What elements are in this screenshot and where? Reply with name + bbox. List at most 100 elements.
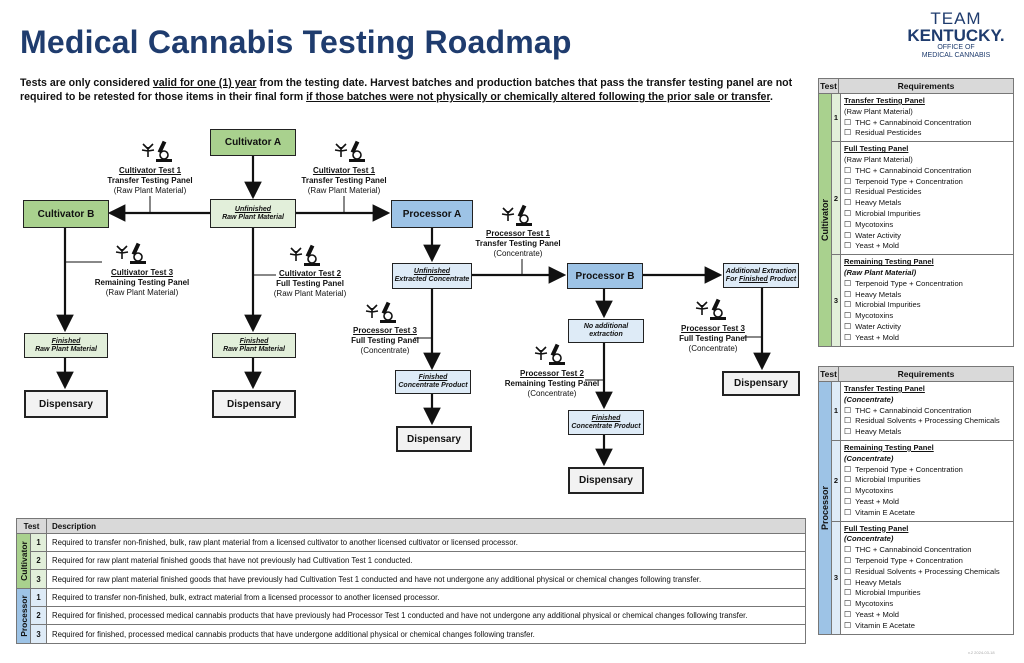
logo-line: MEDICAL CANNABIS	[921, 52, 991, 59]
processor-test-3-label: Processor Test 3 Full Testing Panel (Con…	[351, 326, 419, 355]
cannabis-microscope-icon	[365, 301, 396, 323]
box-line: Raw Plant Material	[223, 345, 285, 353]
dispensary-box: Dispensary	[24, 390, 108, 418]
cannabis-microscope-icon	[501, 204, 532, 226]
checklist-item: Mycotoxins	[844, 220, 1010, 231]
finished-concentrate-box: Finished Concentrate Product	[395, 370, 471, 394]
checklist-item: Terpenoid Type + Concentration	[844, 556, 1010, 567]
requirement-row: 2 Full Testing Panel (Raw Plant Material…	[832, 142, 1013, 256]
checklist-item: Yeast + Mold	[844, 333, 1010, 344]
no-additional-extraction-box: No additional extraction	[568, 319, 644, 343]
finished-concentrate-box: Finished Concentrate Product	[568, 410, 644, 435]
box-line: Finished	[51, 337, 81, 345]
column-header: Requirements	[897, 369, 955, 379]
checklist-item: Microbial Impurities	[844, 588, 1010, 599]
intro-part: .	[769, 91, 773, 103]
team-kentucky-logo: TEAM KENTUCKY. OFFICE OF MEDICAL CANNABI…	[900, 10, 1012, 60]
checklist-item: Terpenoid Type + Concentration	[844, 279, 1010, 290]
checklist-item: Vitamin E Acetate	[844, 508, 1010, 519]
checklist-item: Heavy Metals	[844, 290, 1010, 301]
group-label: Processor	[17, 589, 31, 643]
unfinished-extracted-box: Unfinished Extracted Concentrate	[392, 263, 472, 289]
unfinished-raw-plant-box: Unfinished Raw Plant Material	[210, 199, 296, 228]
checklist-item: Microbial Impurities	[844, 209, 1010, 220]
processor-a-box: Processor A	[391, 200, 473, 228]
cultivator-test-1-label: Cultivator Test 1 Transfer Testing Panel…	[107, 166, 193, 195]
requirement-row: 3 Remaining Testing Panel (Raw Plant Mat…	[832, 255, 1013, 346]
cultivator-test-2-label: Cultivator Test 2 Full Testing Panel (Ra…	[273, 269, 347, 298]
checklist-item: Water Activity	[844, 231, 1010, 242]
box-line: Unfinished	[234, 205, 272, 213]
checklist-item: Terpenoid Type + Concentration	[844, 465, 1010, 476]
cannabis-microscope-icon	[334, 140, 365, 162]
checklist-item: Water Activity	[844, 322, 1010, 333]
flow-connectors	[56, 156, 771, 467]
intro-emphasis: if those batches were not physically or …	[306, 91, 770, 103]
cannabis-microscope-icon	[141, 140, 172, 162]
dispensary-box: Dispensary	[396, 426, 472, 452]
checklist-item: Microbial Impurities	[844, 475, 1010, 486]
group-label: Cultivator	[17, 534, 31, 588]
finished-raw-plant-box: Finished Raw Plant Material	[24, 333, 108, 358]
logo-line: KENTUCKY.	[907, 26, 1005, 45]
column-header: Requirements	[897, 81, 955, 91]
box-line: Concentrate Product	[571, 422, 641, 430]
checklist-item: THC + Cannabinoid Concentration	[844, 545, 1010, 556]
checklist-item: Yeast + Mold	[844, 241, 1010, 252]
page-title: Medical Cannabis Testing Roadmap	[20, 24, 572, 60]
group-label: Processor	[819, 382, 832, 634]
requirement-row: 1 Transfer Testing Panel (Raw Plant Mate…	[832, 94, 1013, 143]
intro-emphasis: valid for one (1) year	[152, 77, 257, 89]
logo-line: TEAM	[930, 9, 982, 28]
checklist-item: Residual Pesticides	[844, 187, 1010, 198]
column-header: Description	[52, 521, 97, 531]
checklist-item: Heavy Metals	[844, 198, 1010, 209]
box-line: For Finished Product	[725, 275, 797, 283]
intro-part: from the testing date. Harvest batches a…	[20, 77, 793, 103]
column-header: Test	[17, 519, 47, 533]
processor-requirements-table: Test Requirements Processor 1 Transfer Te…	[818, 366, 1014, 635]
additional-extraction-box: Additional Extraction For Finished Produ…	[723, 263, 799, 288]
checklist-item: Mycotoxins	[844, 599, 1010, 610]
cultivator-test-3-label: Cultivator Test 3 Remaining Testing Pane…	[94, 268, 190, 297]
group-label: Cultivator	[819, 94, 832, 346]
box-line: Concentrate Product	[398, 382, 468, 389]
cultivator-test-1-label: Cultivator Test 1 Transfer Testing Panel…	[301, 166, 387, 195]
checklist-item: Heavy Metals	[844, 427, 1010, 438]
checklist-item: Yeast + Mold	[844, 497, 1010, 508]
box-line: No additional	[583, 323, 629, 330]
cultivator-b-box: Cultivator B	[23, 200, 109, 228]
requirement-row: 2 Remaining Testing Panel (Concentrate) …	[832, 440, 1013, 522]
cannabis-microscope-icon	[289, 244, 320, 266]
checklist-item: Residual Solvents + Processing Chemicals	[844, 567, 1010, 578]
logo-line: OFFICE OF	[937, 44, 975, 51]
box-line: Raw Plant Material	[222, 213, 284, 221]
requirement-row: 1 Transfer Testing Panel (Concentrate) T…	[832, 382, 1013, 441]
intro-text: Tests are only considered valid for one …	[20, 76, 800, 104]
processor-test-1-label: Processor Test 1 Transfer Testing Panel …	[475, 229, 561, 258]
box-line: Raw Plant Material	[35, 345, 97, 353]
intro-part: Tests are only considered	[20, 77, 153, 89]
box-line: Finished	[591, 414, 621, 422]
column-header: Test	[819, 367, 839, 381]
dispensary-box: Dispensary	[568, 467, 644, 494]
dispensary-box: Dispensary	[722, 371, 800, 396]
checklist-item: Residual Solvents + Processing Chemicals	[844, 416, 1010, 427]
processor-b-box: Processor B	[567, 263, 643, 289]
checklist-item: THC + Cannabinoid Concentration	[844, 166, 1010, 177]
box-line: Finished	[239, 337, 269, 345]
checklist-item: Microbial Impurities	[844, 300, 1010, 311]
checklist-item: Mycotoxins	[844, 311, 1010, 322]
box-line: Finished	[418, 374, 448, 381]
checklist-item: Terpenoid Type + Concentration	[844, 177, 1010, 188]
box-line: Extracted Concentrate	[394, 276, 470, 283]
checklist-item: Mycotoxins	[844, 486, 1010, 497]
checklist-item: Residual Pesticides	[844, 128, 1010, 139]
processor-test-2-label: Processor Test 2 Remaining Testing Panel…	[504, 369, 600, 398]
box-line: extraction	[589, 331, 623, 338]
